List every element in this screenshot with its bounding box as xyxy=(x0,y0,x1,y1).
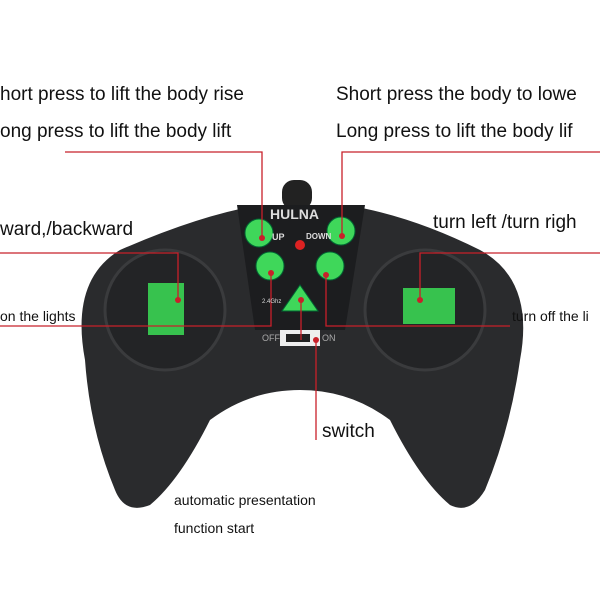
label-right-short: Short press the body to lowe xyxy=(336,84,577,105)
up-button xyxy=(244,218,274,248)
label-left-short: hort press to lift the body rise xyxy=(0,84,244,105)
brand-logo: HULNA xyxy=(270,206,319,222)
label-forward-backward: ward,/backward xyxy=(0,219,134,240)
controller-body xyxy=(81,180,524,508)
freq-label: 2.4Ghz xyxy=(262,299,282,305)
lights-on-button xyxy=(255,251,285,281)
down-label: DOWN xyxy=(306,232,332,241)
label-right-long: Long press to lift the body lif xyxy=(336,121,573,142)
lights-off-button xyxy=(315,251,345,281)
annotation-lines xyxy=(0,151,600,440)
down-button xyxy=(326,216,356,246)
label-auto-2: function start xyxy=(174,520,255,536)
label-lights-on: on the lights xyxy=(0,308,76,324)
label-lights-off: turn off the li xyxy=(512,308,589,324)
on-label: ON xyxy=(322,333,336,343)
label-turn: turn left /turn righ xyxy=(433,212,577,233)
label-switch: switch xyxy=(322,421,375,442)
up-label: UP xyxy=(272,232,285,242)
off-label: OFF xyxy=(262,333,280,343)
buttons xyxy=(244,216,356,312)
label-auto-1: automatic presentation xyxy=(174,492,316,508)
label-left-long: ong press to lift the body lift xyxy=(0,121,232,142)
